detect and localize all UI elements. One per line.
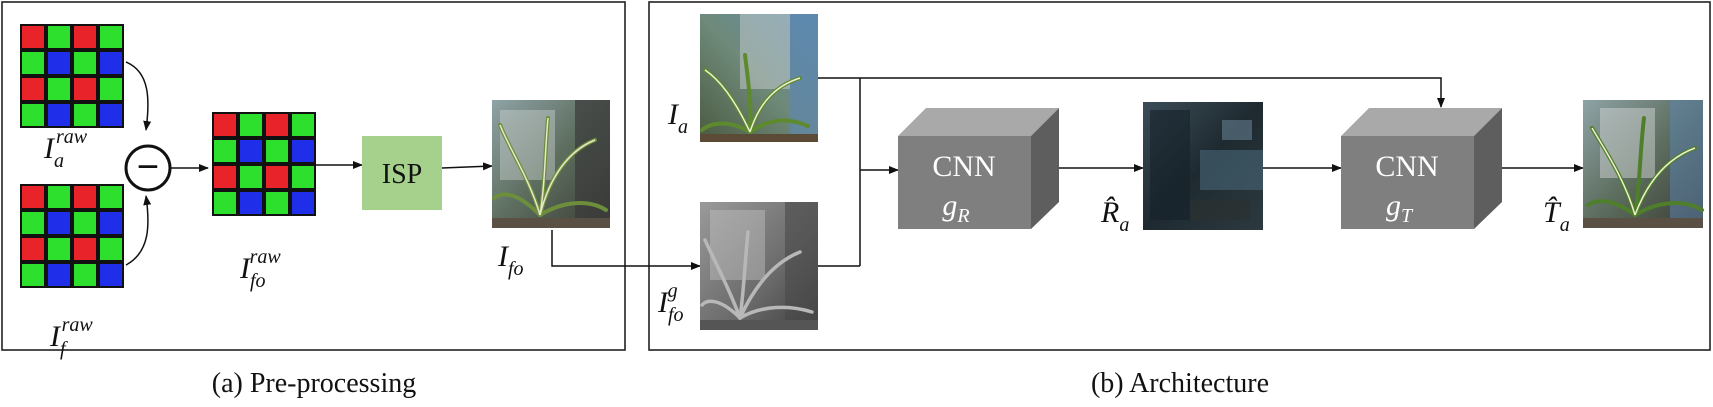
subtract-symbol: − — [137, 144, 160, 189]
bayer-cell — [100, 238, 122, 260]
bayer-grid-if-raw — [20, 184, 124, 288]
bayer-cell — [266, 192, 288, 214]
bayer-cell — [74, 238, 96, 260]
label-ifo-raw: Iforaw — [239, 246, 281, 292]
bayer-cell — [266, 166, 288, 188]
bayer-cell — [292, 114, 314, 136]
bayer-cell — [214, 166, 236, 188]
label-ifo: Ifo — [497, 240, 524, 280]
bayer-cell — [48, 212, 70, 234]
bayer-cell — [100, 104, 122, 126]
bayer-cell — [100, 264, 122, 286]
bayer-grid-ifo-raw — [212, 112, 316, 216]
panel-preprocessing-frame — [1, 1, 626, 351]
bayer-cell — [100, 212, 122, 234]
arrow-if-raw-to-minus — [125, 195, 152, 266]
cnn-gr-fn: gR — [942, 189, 969, 227]
label-ia-raw: Iaraw — [43, 126, 88, 172]
bayer-cell — [74, 26, 96, 48]
bayer-cell — [74, 52, 96, 74]
label-ifo-gray: Ifog — [657, 280, 684, 326]
bayer-cell — [240, 166, 262, 188]
bayer-cell — [100, 26, 122, 48]
bayer-cell — [240, 192, 262, 214]
arrow-ia-raw-to-minus — [125, 61, 152, 131]
bayer-cell — [74, 212, 96, 234]
bayer-cell — [240, 114, 262, 136]
image-ta-hat — [1583, 100, 1704, 228]
bayer-cell — [74, 186, 96, 208]
cnn-gr-title: CNN — [932, 150, 995, 183]
bayer-cell — [214, 140, 236, 162]
label-if-raw: Ifraw — [49, 314, 93, 360]
label-ra-hat: R̂a — [1100, 196, 1129, 236]
bayer-cell — [22, 186, 44, 208]
bayer-cell — [48, 264, 70, 286]
bayer-cell — [74, 104, 96, 126]
image-ia — [700, 14, 818, 142]
arrow-ifo-to-ifo-gray — [551, 230, 701, 270]
bayer-cell — [48, 238, 70, 260]
bayer-cell — [48, 78, 70, 100]
bayer-cell — [48, 186, 70, 208]
bayer-cell — [22, 238, 44, 260]
arrow-ia-skip-to-cnn-t — [860, 77, 1445, 108]
bayer-cell — [74, 264, 96, 286]
image-ra-hat — [1143, 102, 1263, 230]
bayer-cell — [292, 140, 314, 162]
bayer-cell — [22, 264, 44, 286]
bayer-cell — [48, 52, 70, 74]
isp-block — [362, 136, 442, 210]
isp-label: ISP — [382, 159, 422, 190]
bayer-cell — [266, 140, 288, 162]
bayer-cell — [48, 104, 70, 126]
bayer-cell — [100, 186, 122, 208]
bayer-cell — [240, 140, 262, 162]
label-ia: Ia — [667, 98, 688, 138]
bayer-cell — [22, 78, 44, 100]
bayer-cell — [22, 212, 44, 234]
bayer-cell — [22, 104, 44, 126]
bayer-cell — [214, 114, 236, 136]
bayer-cell — [266, 114, 288, 136]
bayer-cell — [22, 52, 44, 74]
cnn-gt-fn: gT — [1386, 189, 1414, 227]
bayer-cell — [100, 78, 122, 100]
arrow-isp-to-ifo — [441, 162, 493, 171]
bayer-cell — [74, 78, 96, 100]
label-ta-hat: T̂a — [1543, 196, 1570, 236]
cnn-gt-title: CNN — [1375, 150, 1438, 183]
cnn-gr-block: CNN gR — [898, 108, 1059, 229]
bayer-grid-ia-raw — [20, 24, 124, 128]
cnn-gt-block: CNN gT — [1341, 108, 1502, 229]
panel-architecture-frame — [648, 1, 1711, 351]
bayer-cell — [22, 26, 44, 48]
bayer-cell — [214, 192, 236, 214]
caption-preprocessing: (a) Pre-processing — [212, 368, 416, 399]
bayer-cell — [100, 52, 122, 74]
subtract-operator: − — [124, 144, 172, 192]
image-ifo-gray — [700, 202, 818, 330]
bayer-cell — [292, 166, 314, 188]
image-ifo — [492, 100, 610, 228]
bayer-cell — [48, 26, 70, 48]
caption-architecture: (b) Architecture — [1091, 368, 1269, 399]
bayer-cell — [292, 192, 314, 214]
